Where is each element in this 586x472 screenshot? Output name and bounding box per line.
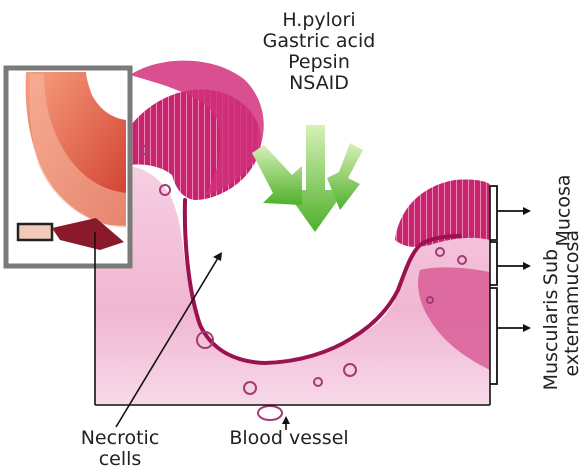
cause-arrows xyxy=(252,125,363,232)
cause-item: Pepsin xyxy=(248,52,390,73)
label-blood-vessel: Blood vessel xyxy=(224,428,354,449)
cause-item: Gastric acid xyxy=(248,31,390,52)
bracket-arrowheads xyxy=(523,207,531,332)
vessel-arrowhead xyxy=(282,416,290,424)
cause-item: NSAID xyxy=(248,73,390,94)
label-muscularis-line2: externa xyxy=(562,275,583,405)
arrow-left xyxy=(252,145,302,205)
layer-brackets xyxy=(490,186,528,384)
label-muscularis: Muscularis externa xyxy=(541,275,585,405)
label-muscularis-line1: Muscularis xyxy=(541,275,562,405)
label-necrotic-line2: cells xyxy=(72,449,168,470)
cause-item: H.pylori xyxy=(248,10,390,31)
inset-highlight-box xyxy=(18,224,52,240)
label-necrotic-line1: Necrotic xyxy=(72,428,168,449)
stomach-inset xyxy=(6,68,130,266)
label-necrotic-cells: Necrotic cells xyxy=(72,428,168,470)
causes-list: H.pylori Gastric acid Pepsin NSAID xyxy=(248,10,390,94)
